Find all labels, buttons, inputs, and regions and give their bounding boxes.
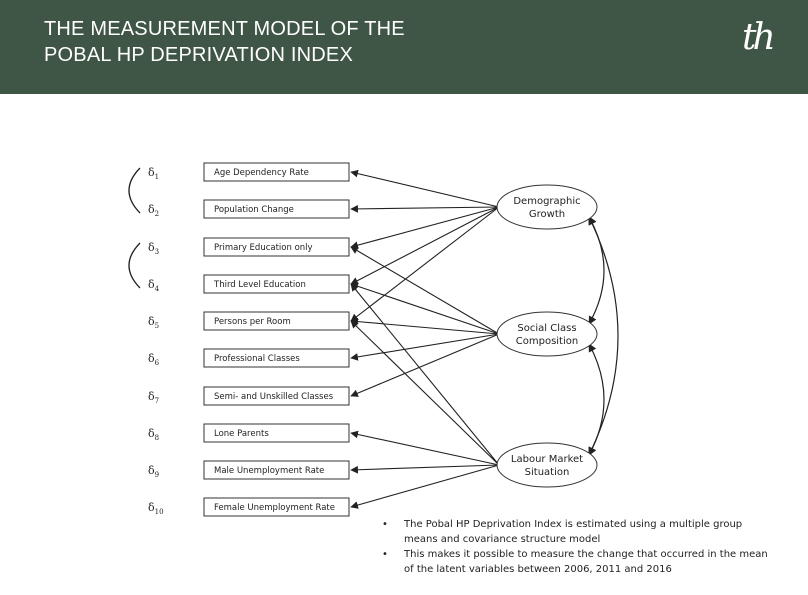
latent-variable-ellipse	[496, 442, 598, 488]
error-term-label: δ4	[148, 278, 160, 293]
measurement-model-diagram: δ1 δ2 δ3 δ4 δ5 δ6 δ7 δ8 δ9 δ10 Age Dependency Rat…	[128, 162, 619, 517]
observed-variable-box	[203, 311, 350, 331]
error-covariance-arc	[128, 167, 141, 214]
observed-variable-box	[203, 460, 350, 480]
latent-variable-label: Composition	[516, 336, 578, 347]
loading-arrow	[350, 430, 500, 466]
loading-arrow	[350, 205, 500, 213]
error-term-label: δ7	[148, 390, 159, 405]
latent-variable-ellipse	[496, 184, 598, 230]
th-logo: th	[742, 17, 776, 58]
observed-variable-box	[203, 386, 350, 406]
error-covariance-arc	[128, 242, 141, 289]
loading-arrow	[350, 206, 500, 285]
loading-arrow	[350, 169, 500, 208]
loading-arrow	[350, 282, 500, 335]
loading-arrows	[350, 169, 500, 509]
loading-arrow	[350, 206, 500, 322]
observed-variable-box	[203, 199, 350, 219]
error-term-label: δ3	[148, 241, 159, 256]
observed-variable-label: Primary Education only	[214, 243, 313, 253]
error-term-label: δ5	[148, 315, 159, 330]
observed-variable-label: Professional Classes	[214, 354, 300, 364]
loading-arrow	[350, 206, 500, 249]
observed-variable-label: Population Change	[214, 205, 294, 215]
bullet-icon: •	[382, 549, 388, 560]
note-item: • This makes it possible to measure the …	[378, 547, 773, 577]
observed-variable-label: Lone Parents	[214, 429, 269, 439]
error-term-label: δ6	[148, 352, 160, 367]
observed-variable-box	[203, 348, 350, 368]
observed-variable-box	[203, 162, 350, 182]
observed-variable-box	[203, 497, 350, 517]
latent-variable-label: Situation	[525, 467, 570, 478]
observed-variable-label: Male Unemployment Rate	[214, 466, 324, 476]
loading-arrow	[350, 283, 500, 466]
note-text: The Pobal HP Deprivation Index is estima…	[404, 519, 743, 545]
error-term-label: δ1	[148, 166, 159, 181]
observed-variable-box	[203, 237, 350, 257]
observed-variable-label: Persons per Room	[214, 317, 291, 327]
note-item: • The Pobal HP Deprivation Index is esti…	[378, 517, 773, 547]
observed-variable-label: Age Dependency Rate	[214, 168, 309, 178]
error-term-label: δ2	[148, 203, 159, 218]
observed-variable-label: Third Level Education	[213, 280, 306, 290]
observed-variable-label: Semi- and Unskilled Classes	[214, 392, 334, 402]
loading-arrow	[350, 317, 500, 335]
observed-variable-box	[203, 423, 350, 443]
latent-variable-label: Demographic	[513, 196, 580, 207]
error-terms: δ1 δ2 δ3 δ4 δ5 δ6 δ7 δ8 δ9 δ10	[148, 166, 164, 516]
observed-variable-box	[203, 274, 350, 294]
error-term-label: δ10	[148, 501, 164, 516]
loading-arrow	[350, 333, 500, 361]
latent-variable-label: Growth	[529, 209, 565, 220]
latent-covariance-arrow	[588, 216, 619, 456]
loading-arrow	[350, 320, 500, 466]
loading-arrow	[350, 464, 500, 474]
header-bar: THE MEASUREMENT MODEL OF THE POBAL HP DE…	[0, 0, 808, 94]
title-line-2: POBAL HP DEPRIVATION INDEX	[44, 44, 353, 66]
observed-variable-label: Female Unemployment Rate	[214, 503, 335, 513]
latent-variable-label: Social Class	[517, 323, 576, 334]
bullet-icon: •	[382, 519, 388, 530]
error-term-label: δ9	[148, 464, 159, 479]
notes-list: • The Pobal HP Deprivation Index is esti…	[378, 517, 773, 577]
title-line-1: THE MEASUREMENT MODEL OF THE	[44, 18, 405, 40]
covariance-layer	[128, 167, 619, 456]
loading-arrow	[350, 246, 500, 335]
page-title: THE MEASUREMENT MODEL OF THE POBAL HP DE…	[44, 16, 405, 68]
latent-variable-ellipse	[496, 311, 598, 357]
latent-variable-label: Labour Market	[511, 454, 583, 465]
loading-arrow	[350, 333, 500, 397]
note-text: This makes it possible to measure the ch…	[404, 549, 768, 575]
loading-arrow	[350, 464, 500, 509]
error-term-label: δ8	[148, 427, 159, 442]
